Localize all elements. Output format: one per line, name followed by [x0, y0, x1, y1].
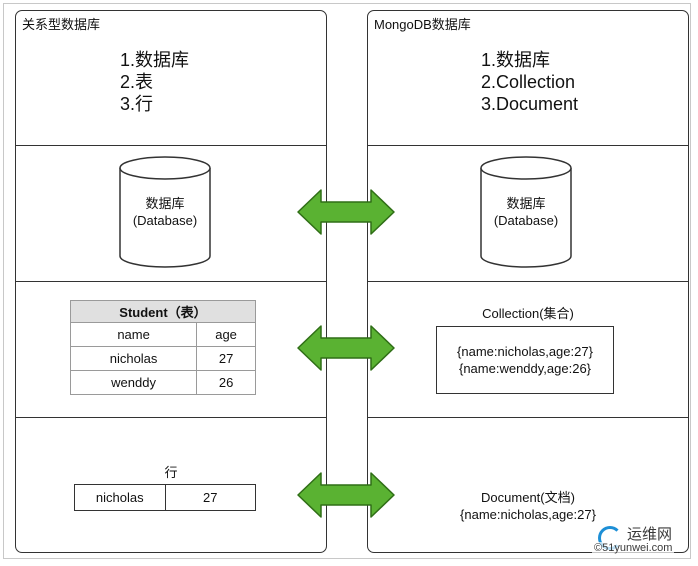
double-arrow-icon — [297, 325, 395, 371]
relational-panel-title: 关系型数据库 — [22, 17, 101, 32]
watermark: 运维网 ©51yunwei.com — [586, 516, 690, 560]
table-row: nicholas 27 — [69, 346, 256, 371]
database-label-cn: 数据库 — [145, 196, 185, 211]
row-title: 行 — [164, 465, 178, 480]
database-label-en: (Database) — [132, 213, 198, 228]
mongodb-concepts-row: MongoDB数据库 1.数据库 2.Collection 3.Document — [368, 11, 688, 146]
table-header-cell: age — [196, 322, 256, 347]
relational-concept-item: 3.行 — [120, 94, 154, 114]
collection-title: Collection(集合) — [482, 306, 574, 321]
watermark-url: ©51yunwei.com — [592, 542, 675, 554]
double-arrow-icon — [297, 189, 395, 235]
row-cell: nicholas — [95, 490, 144, 505]
diagram-frame — [3, 3, 691, 559]
watermark-text: 运维网 — [627, 525, 673, 543]
table-header-cell: name — [69, 322, 198, 347]
mongodb-panel: MongoDB数据库 1.数据库 2.Collection 3.Document… — [367, 10, 689, 553]
relational-database-row: 数据库 (Database) — [16, 145, 326, 282]
table-cell: wenddy — [69, 370, 198, 395]
database-label: 数据库 (Database) — [119, 195, 211, 229]
database-label: 数据库 (Database) — [480, 195, 572, 229]
collection-box: {name:nicholas,age:27} {name:wenddy,age:… — [436, 326, 614, 394]
mongodb-panel-title: MongoDB数据库 — [374, 17, 471, 32]
mongodb-document-row: Document(文档) {name:nicholas,age:27} — [368, 417, 688, 552]
collection-document: {name:nicholas,age:27} — [457, 344, 593, 359]
single-row-table: nicholas 27 — [74, 484, 256, 511]
mongodb-collection-row: Collection(集合) {name:nicholas,age:27} {n… — [368, 281, 688, 418]
student-table-header-row: name age — [69, 322, 256, 347]
double-arrow-icon — [297, 472, 395, 518]
table-cell: nicholas — [69, 346, 198, 371]
database-label-en: (Database) — [493, 213, 559, 228]
row-cell: 27 — [164, 485, 256, 510]
document-value: {name:nicholas,age:27} — [460, 507, 596, 522]
relational-concept-list: 1.数据库 2.表 3.行 — [120, 49, 189, 115]
document-title: Document(文档) — [481, 490, 575, 505]
relational-table-row: Student（表） name age nicholas 27 wenddy 2… — [16, 281, 326, 418]
collection-document: {name:wenddy,age:26} — [458, 361, 592, 376]
relational-concepts-row: 关系型数据库 1.数据库 2.表 3.行 — [16, 11, 326, 146]
student-table: Student（表） name age nicholas 27 wenddy 2… — [69, 300, 256, 395]
table-cell: 27 — [196, 346, 256, 371]
relational-db-panel: 关系型数据库 1.数据库 2.表 3.行 数据库 (Database) Stud… — [15, 10, 327, 553]
student-table-caption: Student（表） — [70, 300, 256, 323]
student-table-caption-row: Student（表） — [70, 300, 256, 323]
database-cylinder-icon: 数据库 (Database) — [119, 156, 211, 268]
relational-concept-item: 2.表 — [120, 72, 154, 92]
mongodb-concept-item: 1.数据库 — [481, 50, 551, 70]
database-label-cn: 数据库 — [506, 196, 546, 211]
mongodb-concept-list: 1.数据库 2.Collection 3.Document — [481, 49, 578, 115]
relational-row-row: 行 nicholas 27 — [16, 417, 326, 552]
mongodb-concept-item: 2.Collection — [481, 72, 576, 92]
database-cylinder-icon: 数据库 (Database) — [480, 156, 572, 268]
relational-concept-item: 1.数据库 — [120, 50, 190, 70]
table-row: wenddy 26 — [69, 370, 256, 395]
document-block: Document(文档) {name:nicholas,age:27} — [368, 489, 688, 523]
mongodb-concept-item: 3.Document — [481, 94, 579, 114]
mongodb-database-row: 数据库 (Database) — [368, 145, 688, 282]
table-cell: 26 — [196, 370, 256, 395]
